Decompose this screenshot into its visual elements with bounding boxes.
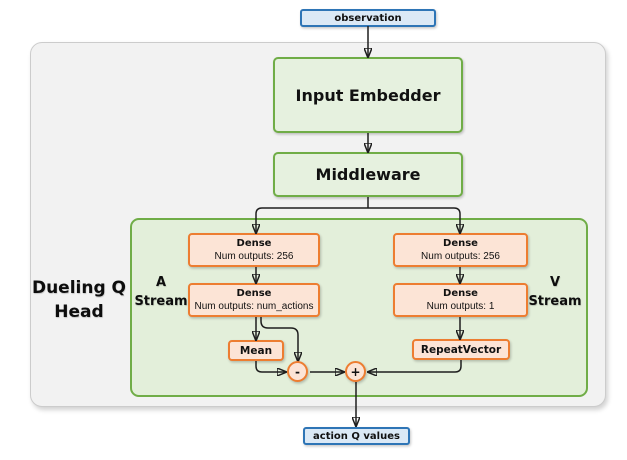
dueling-q-head-label-line1: Dueling Q [31,278,127,298]
a-stream-label-line2: Stream [134,294,188,309]
dense-a1-title: Dense [236,238,272,249]
dense-v1-node: Dense Num outputs: 256 [393,233,528,267]
v-stream-label-line2: Stream [528,294,582,309]
middleware-node: Middleware [273,152,463,197]
dense-a1-node: Dense Num outputs: 256 [188,233,320,267]
repeat-vector-node-label: RepeatVector [420,343,502,356]
middleware-node-label: Middleware [315,165,421,184]
input-embedder-node: Input Embedder [273,57,463,133]
mean-node: Mean [228,340,284,361]
subtract-operator-node: - [287,361,308,382]
dense-v1-subtitle: Num outputs: 256 [421,251,500,262]
observation-node: observation [300,9,436,27]
action-q-values-node: action Q values [303,427,410,445]
dense-v1-title: Dense [443,238,478,249]
dense-v2-title: Dense [443,288,478,299]
dense-a2-title: Dense [236,288,272,299]
a-stream-label-line1: A [155,275,167,290]
v-stream-label-line1: V [549,275,561,290]
v-stream-label: V Stream [527,273,583,311]
dense-a1-subtitle: Num outputs: 256 [214,251,294,262]
action-q-values-node-label: action Q values [313,430,400,442]
a-stream-label: A Stream [133,273,189,311]
dueling-q-head-label: Dueling Q Head [24,276,134,324]
dense-v2-subtitle: Num outputs: 1 [426,301,495,312]
dense-a2-subtitle: Num outputs: num_actions [194,301,314,312]
dense-a2-node: Dense Num outputs: num_actions [188,283,320,317]
mean-node-label: Mean [239,344,273,357]
dense-v2-node: Dense Num outputs: 1 [393,283,528,317]
subtract-operator-glyph: - [295,364,300,379]
repeat-vector-node: RepeatVector [412,339,510,360]
add-operator-glyph: + [350,364,361,379]
observation-node-label: observation [334,12,402,24]
input-embedder-node-label: Input Embedder [295,85,441,105]
add-operator-node: + [345,361,366,382]
dueling-q-head-label-line2: Head [54,302,104,322]
